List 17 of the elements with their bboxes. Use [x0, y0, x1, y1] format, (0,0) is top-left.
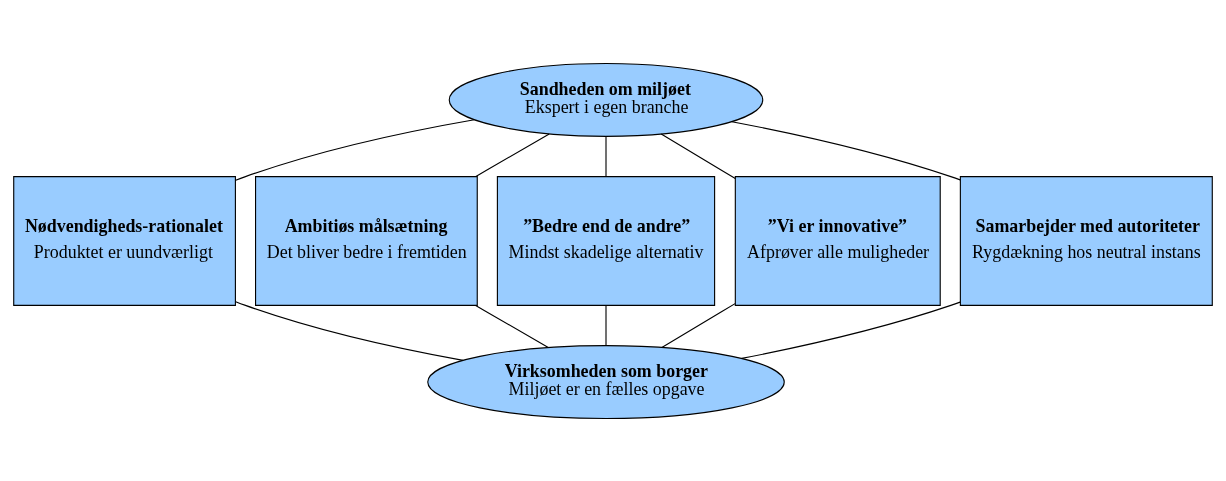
- connector: [661, 302, 736, 348]
- connector: [605, 135, 607, 177]
- connector: [475, 304, 549, 348]
- connector: [235, 118, 475, 181]
- node-box: Nødvendigheds-rationalet Produktet er uundværligt: [13, 175, 236, 306]
- connector: [731, 120, 961, 180]
- node-box: ”Vi er innovative” Afprøver alle muligheder: [734, 175, 941, 306]
- connector: [475, 132, 550, 177]
- node-ellipse: Sandheden om miljøet Ekspert i egen branche: [448, 62, 764, 137]
- connector: [605, 304, 607, 346]
- node-ellipse: Virksomheden som borger Miljøet er en fælles opgave: [427, 344, 785, 419]
- node-box: Samarbejder med autoriteter Rygdækning hos neutral instans: [959, 175, 1213, 306]
- connector: [660, 133, 736, 179]
- connector: [235, 300, 464, 361]
- node-box: ”Bedre end de andre” Mindst skadelige alternativ: [496, 175, 716, 306]
- node-box: Ambitiøs målsætning Det bliver bedre i fremtiden: [255, 175, 478, 306]
- connector: [741, 301, 961, 359]
